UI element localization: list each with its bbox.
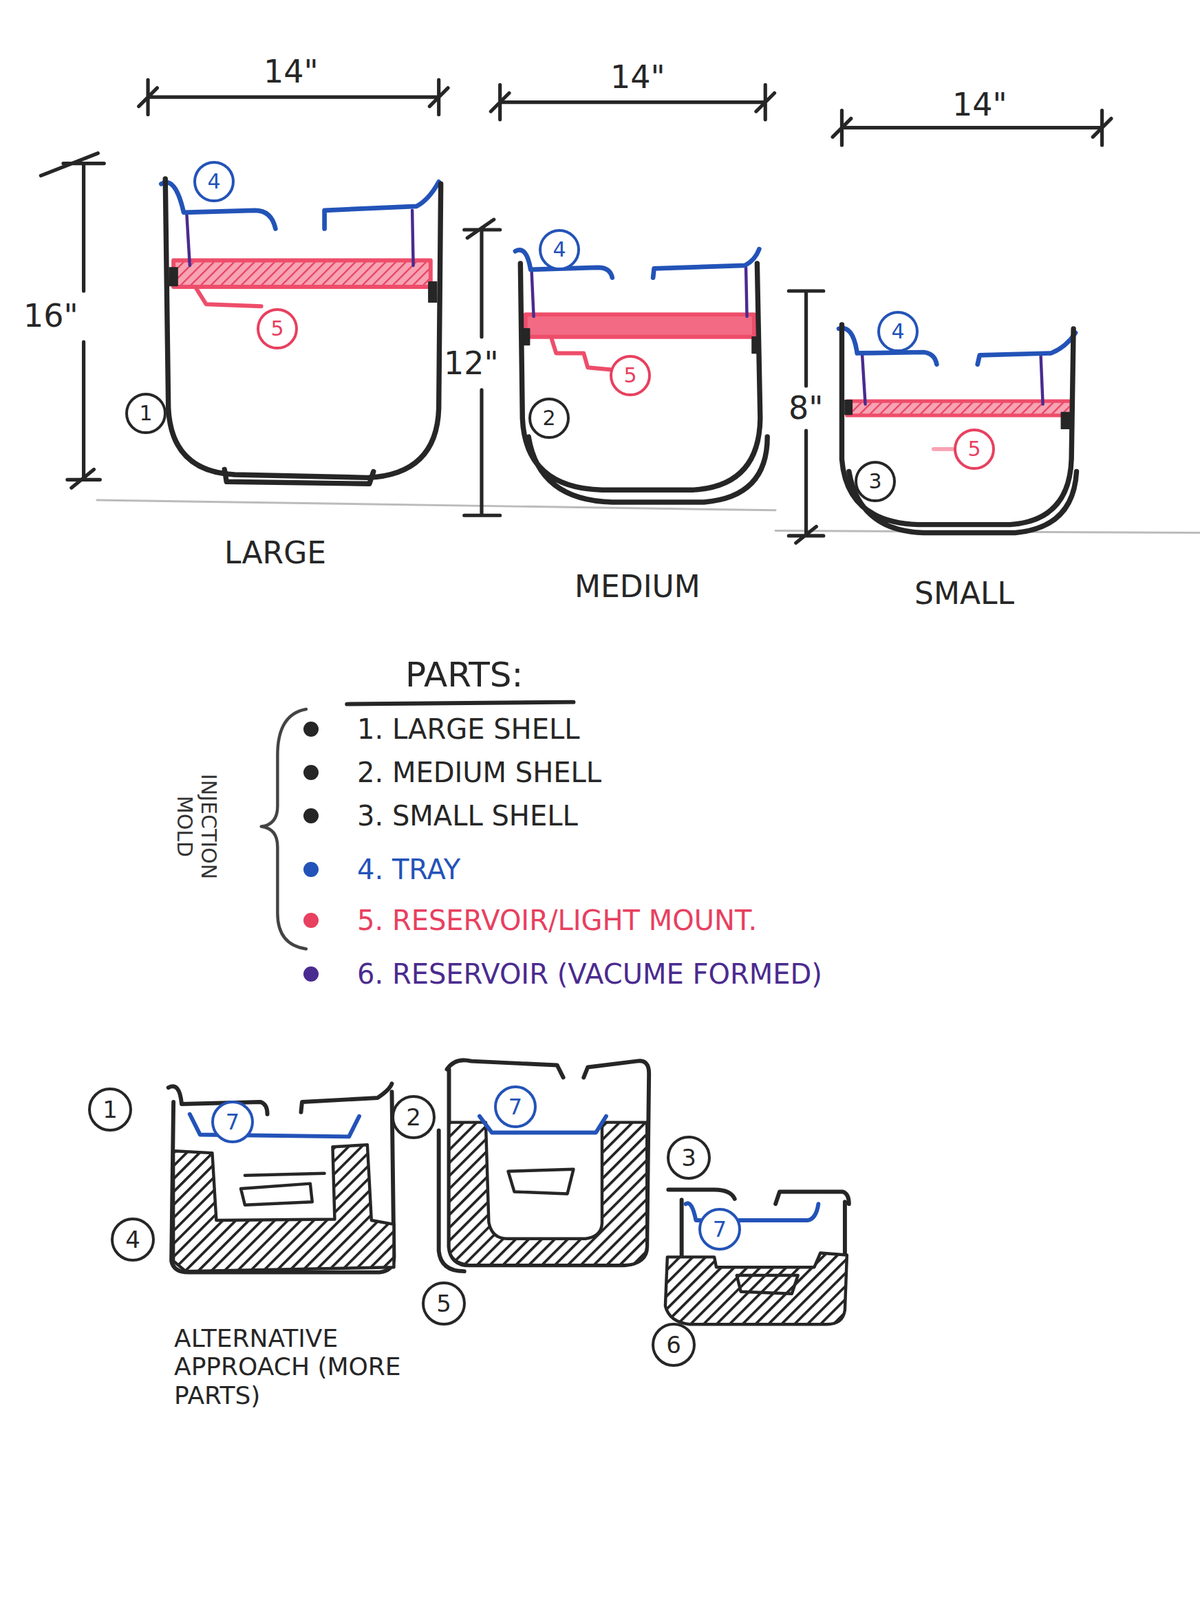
callout-circle: 4 [193,161,235,203]
vacuum-reservoir [531,267,748,317]
callout-circle: 2 [391,1095,436,1140]
callout-number: 2 [405,1105,422,1130]
legend-text: 1. LARGE SHELL [357,714,581,745]
callout-circle: 5 [609,355,651,397]
tray-outline [838,328,1076,365]
dimension-label: 12" [443,346,499,382]
size-name: MEDIUM [574,570,701,604]
legend-text: 4. TRAY [357,854,461,885]
alt-shell [668,1190,849,1258]
reservoir-drop [551,337,611,370]
size-name: SMALL [914,577,1015,611]
callout-circle: 4 [110,1217,155,1262]
callout-number: 3 [868,471,882,492]
height-dimension-line [788,291,823,543]
callout-number: 3 [681,1146,697,1170]
callout-circle: 7 [494,1085,537,1129]
legend-swatch [303,862,319,878]
group-bracket [261,709,307,950]
callout-number: 1 [138,403,153,424]
reservoir-band [525,314,755,338]
group-note: INJECTION MOLD [172,747,221,907]
callout-number: 5 [436,1292,452,1316]
alt-shell [438,1060,649,1272]
callout-circle: 2 [528,397,570,439]
alt-reservoir-hatched [449,1122,648,1267]
callout-circle: 1 [125,392,167,435]
alt-shell [168,1083,395,1273]
callout-circle: 6 [651,1323,696,1368]
callout-number: 2 [542,408,556,429]
callout-number: 4 [125,1228,141,1252]
alt-reservoir-hatched [173,1144,394,1272]
dimension-label: 14" [263,54,319,90]
callout-number: 4 [891,321,905,342]
medium-shell [520,263,768,503]
callout-number: 5 [270,318,284,340]
shell-lug [844,400,1070,430]
legend-swatch [303,966,319,982]
legend-swatch [303,721,319,737]
alt-reservoir-hatched [665,1252,848,1325]
callout-number: 1 [102,1098,118,1122]
callout-number: 7 [508,1096,523,1119]
legend-text: 2. MEDIUM SHELL [357,757,602,788]
legend-swatch [303,765,319,781]
shell-lug [169,267,437,303]
callout-number: 6 [666,1333,682,1357]
alt-light [736,1275,799,1295]
vacuum-reservoir [862,355,1043,404]
callout-number: 7 [225,1111,240,1134]
large-shell [165,178,441,484]
legend-swatch [303,913,319,929]
callout-circle: 7 [698,1208,742,1251]
shell-lug [522,328,759,354]
callout-circle: 5 [421,1281,466,1326]
callout-circle: 3 [854,461,896,503]
callout-number: 5 [623,365,637,387]
callout-number: 4 [207,171,221,192]
size-name: LARGE [224,536,327,570]
small-shell [841,324,1077,534]
callout-number: 5 [967,438,981,460]
callout-circle: 4 [538,229,581,271]
reservoir-band [847,401,1072,416]
approach-note: ALTERNATIVE APPROACH (MORE PARTS) [174,1324,409,1410]
parts-heading: PARTS: [405,656,523,695]
callout-circle: 1 [88,1087,133,1132]
callout-circle: 5 [256,308,298,350]
callout-circle: 3 [666,1136,711,1181]
legend-text: 5. RESERVOIR/LIGHT MOUNT. [357,905,757,936]
dimension-label: 14" [952,87,1008,123]
callout-circle: 4 [877,311,919,353]
dimension-label: 16" [23,298,79,334]
callout-circle: 5 [953,428,995,470]
legend-text: 3. SMALL SHELL [357,800,578,832]
legend-swatch [303,808,319,824]
dimension-label: 14" [610,59,666,95]
callout-number: 4 [552,239,566,261]
callout-number: 7 [712,1218,727,1241]
reservoir-drop [933,447,953,452]
legend-text: 6. RESERVOIR (VACUME FORMED) [357,959,823,990]
vacuum-reservoir [186,210,413,266]
reservoir-band [173,260,431,287]
alt-light [240,1173,325,1206]
alt-light [508,1169,574,1195]
parts-underline [346,702,574,705]
reservoir-drop [196,288,262,307]
dimension-label: 8" [788,390,823,426]
callout-circle: 7 [211,1100,254,1144]
